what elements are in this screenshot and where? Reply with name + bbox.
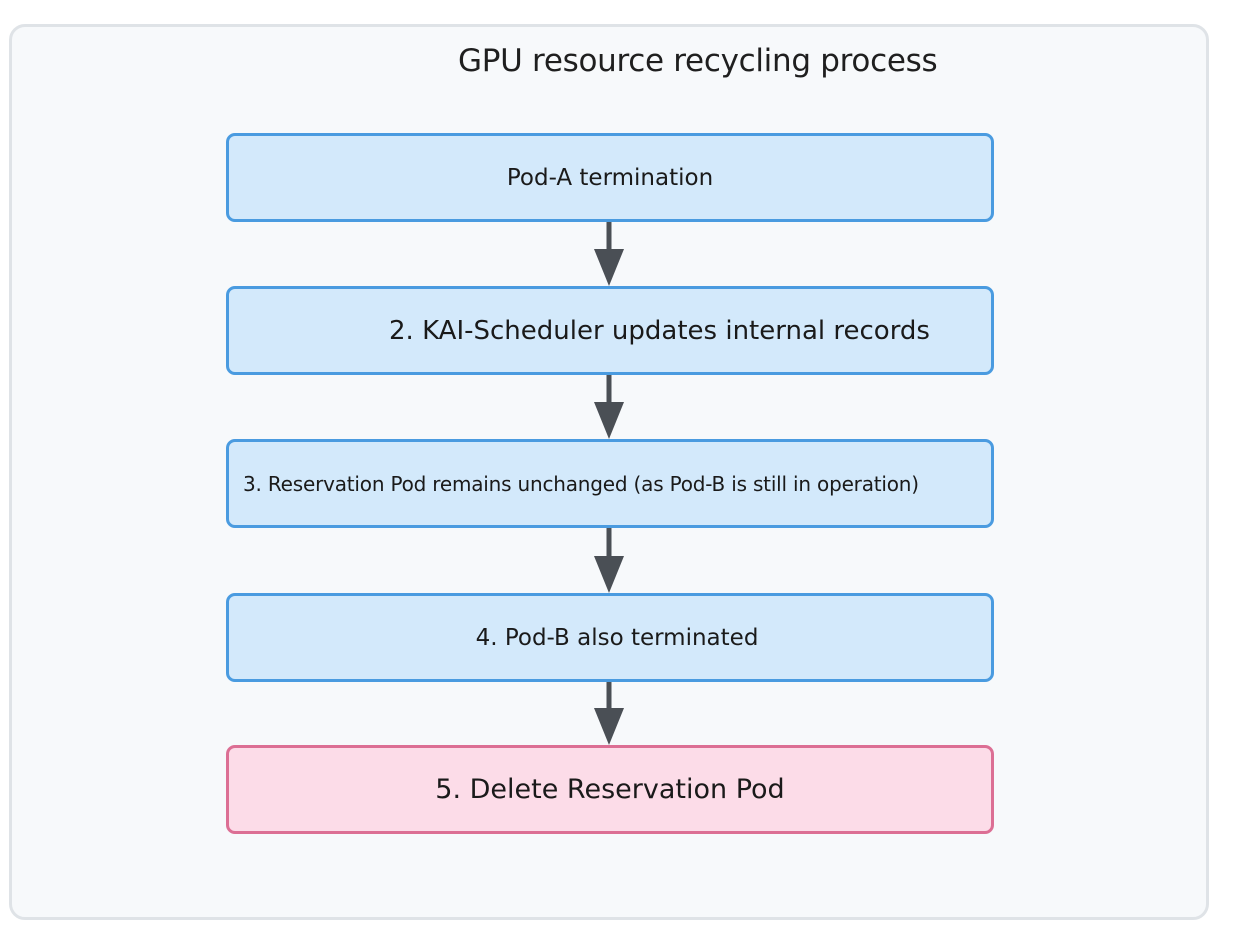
step-reservation-pod-unchanged: 3. Reservation Pod remains unchanged (as… [226,439,994,528]
step-label: 5. Delete Reservation Pod [435,774,785,805]
step-scheduler-updates-records: 2. KAI-Scheduler updates internal record… [226,286,994,375]
step-pod-b-terminated: 4. Pod-B also terminated [226,593,994,682]
step-pod-a-termination: Pod-A termination [226,133,994,222]
step-label: Pod-A termination [506,164,714,191]
diagram-title: GPU resource recycling process [458,43,938,79]
step-label: 2. KAI-Scheduler updates internal record… [389,315,930,346]
step-delete-reservation-pod: 5. Delete Reservation Pod [226,745,994,834]
step-label: 3. Reservation Pod remains unchanged (as… [243,471,919,496]
step-label: 4. Pod-B also terminated [475,624,759,651]
